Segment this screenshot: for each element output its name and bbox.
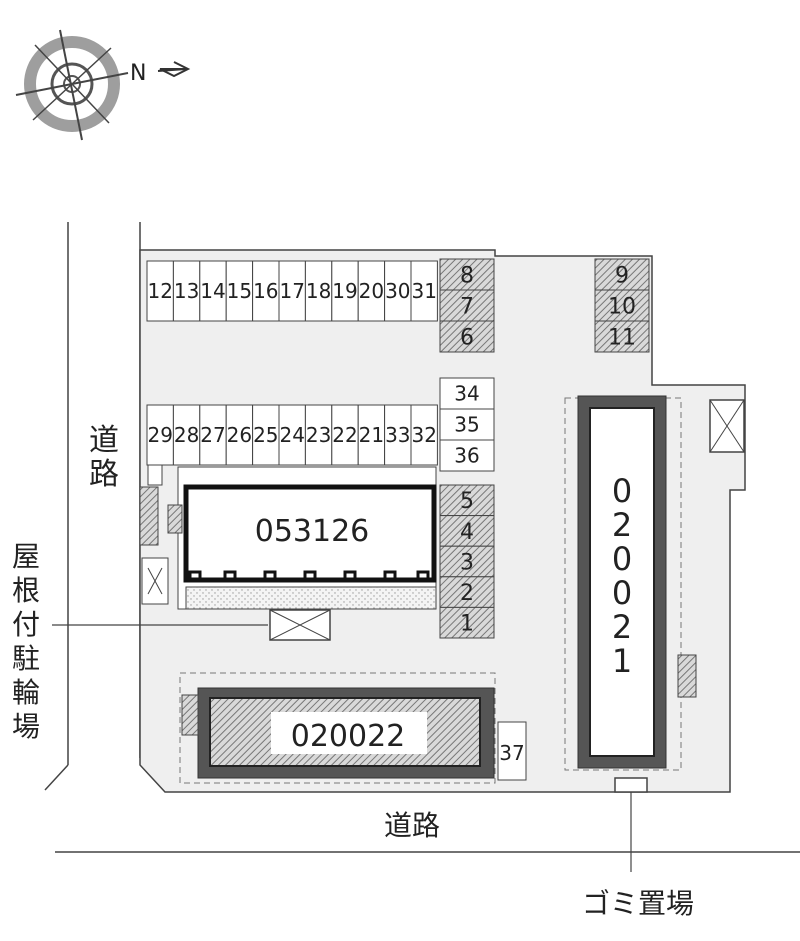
- parking-slot-label: 19: [332, 279, 357, 303]
- parking-slot: [304, 260, 333, 322]
- vent-box-icon: [709, 399, 745, 453]
- parking-slot: [410, 260, 438, 322]
- parking-slot-label: 31: [411, 279, 436, 303]
- parking-slot: [357, 260, 386, 322]
- parking-slot: [357, 404, 386, 466]
- covered-parking-bottom: 5 4 3 2 1: [439, 484, 495, 639]
- utility-box-icon: [141, 557, 169, 605]
- parking-slot-37: [497, 721, 527, 781]
- parking-slot-label: 15: [227, 279, 252, 303]
- parking-slot-label: 35: [454, 413, 479, 437]
- parking-slot-label: 22: [332, 423, 357, 447]
- building-053126: [177, 466, 437, 610]
- parking-slot: [225, 404, 254, 466]
- parking-slot-label: 17: [279, 279, 304, 303]
- parking-slot: [439, 545, 495, 578]
- parking-slot: [278, 260, 306, 322]
- parking-slot: [439, 408, 495, 441]
- parking-slot-label: 36: [454, 444, 479, 468]
- parking-slot-label: 5: [460, 489, 474, 514]
- parking-slot-label: 34: [454, 382, 479, 406]
- parking-slot: [331, 404, 359, 466]
- parking-slot-label: 12: [147, 279, 172, 303]
- parking-slot: [199, 404, 227, 466]
- parking-slot-label: 27: [200, 423, 225, 447]
- west-road: [44, 222, 141, 791]
- parking-slot: [304, 404, 333, 466]
- parking-slot-label: 3: [460, 550, 474, 575]
- building-020022: [179, 672, 496, 784]
- entrance-box-icon: [269, 609, 331, 641]
- parking-slot-label: 25: [253, 423, 278, 447]
- compass-icon: [15, 29, 191, 141]
- parking-slot-label: 20: [359, 279, 384, 303]
- garbage-label: ゴミ置場: [582, 887, 694, 920]
- covered-parking-top: 8 7 6: [439, 258, 495, 353]
- parking-slot: [439, 258, 495, 291]
- parking-slot-label: 30: [385, 279, 410, 303]
- parking-slot-label: 33: [385, 423, 410, 447]
- parking-slot-label: 2: [460, 581, 474, 606]
- parking-slot-label: 13: [174, 279, 199, 303]
- parking-slot: [172, 404, 201, 466]
- covered-parking-right: 9 10 11: [594, 258, 650, 353]
- parking-slot-label: 24: [279, 423, 304, 447]
- parking-slot-label: 28: [174, 423, 199, 447]
- parking-slot: [439, 515, 495, 547]
- parking-slot-label: 10: [608, 294, 636, 319]
- parking-slot-label: 29: [147, 423, 172, 447]
- parking-slot-label: 7: [460, 294, 474, 319]
- parking-slot: [439, 377, 495, 410]
- parking-slot: [252, 260, 280, 322]
- parking-slot-label: 37: [499, 741, 524, 765]
- parking-slot: [331, 260, 359, 322]
- parking-slot-label: 11: [608, 325, 636, 350]
- parking-slot: [384, 260, 412, 322]
- building-id-020022: 020022: [291, 719, 406, 754]
- parking-slot: [439, 484, 495, 517]
- bicycle-rack-icon: [139, 464, 183, 546]
- north-label: N: [130, 61, 146, 86]
- parking-slot: [594, 320, 650, 353]
- parking-slot-label: 4: [460, 520, 474, 545]
- parking-slot-label: 32: [411, 423, 436, 447]
- parking-column-open: 34 35 36: [439, 377, 495, 472]
- parking-slot-label: 23: [306, 423, 331, 447]
- parking-slot-label: 1: [460, 612, 474, 637]
- parking-slot-label: 8: [460, 263, 474, 288]
- parking-slot: [439, 606, 495, 639]
- west-road-label: 道路: [89, 423, 119, 492]
- parking-slot-label: 14: [200, 279, 225, 303]
- parking-slot-label: 26: [227, 423, 252, 447]
- building-id-053126: 053126: [255, 514, 370, 549]
- parking-slot-label: 18: [306, 279, 331, 303]
- parking-slot-label: 9: [615, 263, 629, 288]
- parking-slot-label: 6: [460, 325, 474, 350]
- parking-slot: [278, 404, 306, 466]
- parking-slot: [252, 404, 280, 466]
- parking-slot: [439, 320, 495, 353]
- parking-slot: [410, 404, 438, 466]
- parking-slot: [225, 260, 254, 322]
- parking-slot-label: 16: [253, 279, 278, 303]
- parking-slot: [439, 439, 495, 472]
- parking-slot-label: 21: [359, 423, 384, 447]
- parking-slot: [172, 260, 201, 322]
- parking-slot: [439, 576, 495, 608]
- building-020021: [564, 395, 697, 793]
- south-road-label: 道路: [384, 809, 440, 842]
- covered-parking-label: 屋根付駐輪場: [11, 540, 40, 743]
